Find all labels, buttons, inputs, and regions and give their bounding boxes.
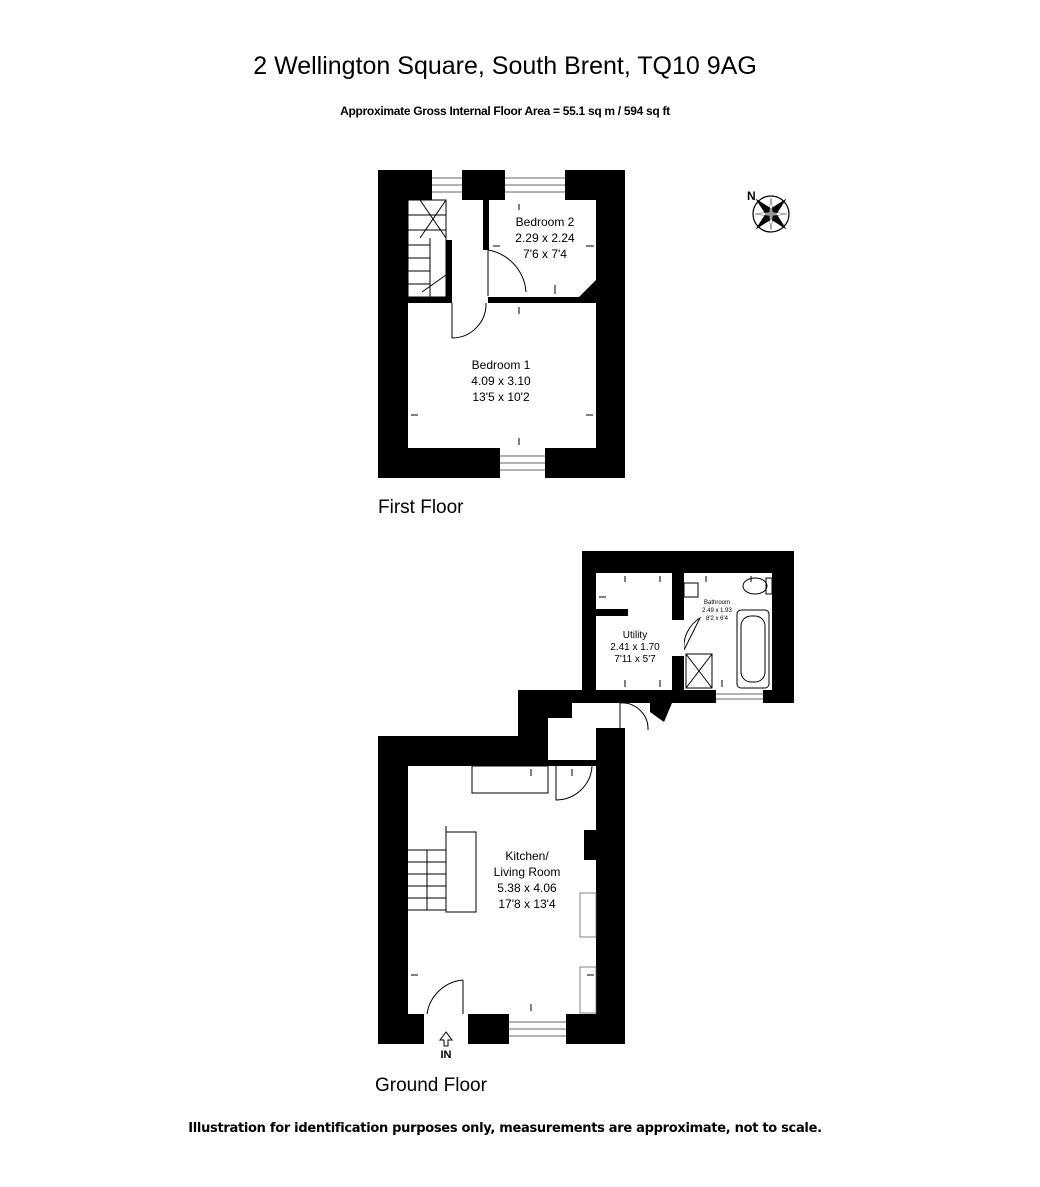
compass-rose-icon	[752, 195, 790, 233]
bedroom-2-metric: 2.29 x 2.24	[515, 231, 575, 245]
kitchen-walls	[378, 736, 596, 1044]
kitchen-name-line1: Kitchen/	[505, 849, 549, 863]
utility-imperial: 7'11 x 5'7	[614, 654, 656, 665]
utility-name: Utility	[623, 630, 647, 641]
first-floor-plan	[378, 170, 625, 478]
bedroom-1-imperial: 13'5 x 10'2	[472, 390, 530, 404]
bathroom-metric: 2.49 x 1.93	[702, 608, 732, 614]
compass-north-label: N	[747, 189, 756, 203]
bedroom-1-metric: 4.09 x 3.10	[471, 374, 531, 388]
entrance-label: IN	[441, 1049, 452, 1061]
bedroom-2-name: Bedroom 2	[516, 215, 575, 229]
gross-internal-area: Approximate Gross Internal Floor Area = …	[340, 104, 670, 118]
bedroom-2-imperial: 7'6 x 7'4	[523, 247, 567, 261]
bathroom-imperial: 8'2 x 6'4	[706, 616, 729, 622]
property-address-title: 2 Wellington Square, South Brent, TQ10 9…	[253, 52, 757, 80]
ground-floor-label: Ground Floor	[375, 1075, 487, 1096]
kitchen-name-line2: Living Room	[494, 865, 561, 879]
bedroom-1-name: Bedroom 1	[472, 358, 531, 372]
first-floor-label: First Floor	[378, 497, 464, 518]
ground-floor-plan	[378, 551, 794, 1047]
disclaimer-footer: Illustration for identification purposes…	[188, 1121, 822, 1136]
utility-metric: 2.41 x 1.70	[610, 642, 660, 653]
kitchen-metric: 5.38 x 4.06	[497, 881, 557, 895]
kitchen-imperial: 17'8 x 13'4	[498, 897, 556, 911]
bathroom-name: Bathroom	[704, 600, 730, 606]
